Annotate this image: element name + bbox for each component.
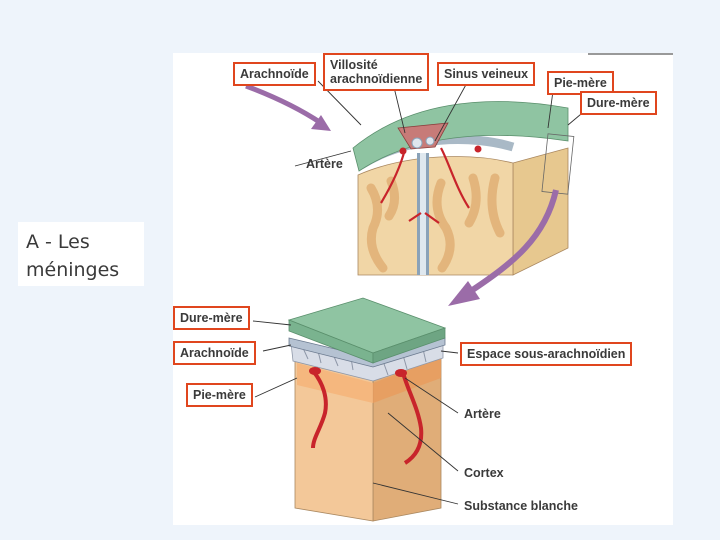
label-arachnoid-villus: Villosité arachnoïdienne bbox=[323, 53, 429, 91]
slide-title-line1: A - Les bbox=[26, 228, 136, 256]
slide-title: A - Les méninges bbox=[18, 222, 144, 286]
arrow-arachnoid bbox=[246, 86, 321, 123]
lower-block bbox=[289, 298, 445, 521]
meninges-illustration bbox=[173, 53, 673, 525]
label-arachnoid-bottom: Arachnoïde bbox=[173, 341, 256, 365]
upper-block bbox=[353, 101, 574, 275]
meninges-figure: Arachnoïde Villosité arachnoïdienne Sinu… bbox=[173, 53, 673, 525]
label-arachnoid-top: Arachnoïde bbox=[233, 62, 316, 86]
label-villus-line2: arachnoïdienne bbox=[330, 72, 422, 86]
label-artery-bottom: Artère bbox=[464, 407, 501, 421]
label-dura-mater-bottom: Dure-mère bbox=[173, 306, 250, 330]
label-artery-top: Artère bbox=[306, 157, 343, 171]
label-venous-sinus: Sinus veineux bbox=[437, 62, 535, 86]
slide-title-line2: méninges bbox=[26, 256, 136, 284]
label-dura-mater-top: Dure-mère bbox=[580, 91, 657, 115]
label-cortex: Cortex bbox=[464, 466, 504, 480]
arachnoid-villus bbox=[412, 138, 422, 148]
label-pia-mater-bottom: Pie-mère bbox=[186, 383, 253, 407]
label-subarachnoid-space: Espace sous-arachnoïdien bbox=[460, 342, 632, 366]
label-white-matter: Substance blanche bbox=[464, 499, 578, 513]
label-villus-line1: Villosité bbox=[330, 58, 422, 72]
